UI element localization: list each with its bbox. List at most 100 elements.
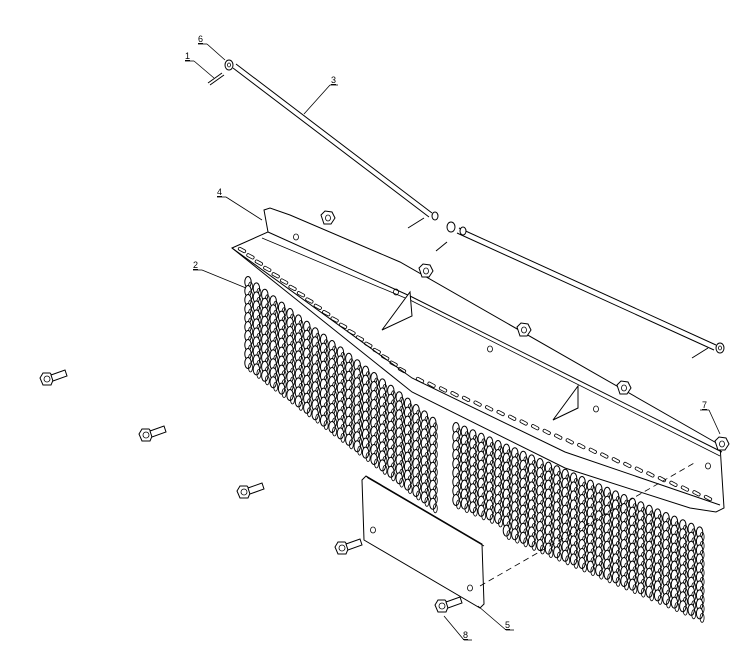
chain-strand	[429, 416, 438, 514]
screw-top	[207, 72, 225, 86]
callout-label-1: 1	[185, 51, 190, 61]
bracket-slot	[692, 490, 701, 497]
chain-strand	[361, 365, 371, 463]
chain-strand	[653, 508, 663, 605]
chain-strand	[611, 490, 621, 587]
callout-8: 8	[443, 615, 472, 641]
chain-strand	[336, 346, 346, 443]
chain-strand	[345, 352, 354, 450]
bracket-slot	[600, 452, 609, 459]
chain-strand	[353, 359, 363, 456]
chain-strand	[328, 340, 337, 437]
bracket-slot	[279, 278, 289, 285]
chain-strand	[252, 282, 262, 379]
bracket-slot	[577, 443, 586, 450]
bracket-slot	[364, 341, 373, 348]
chain-strand	[412, 404, 421, 501]
chain-strand	[294, 314, 304, 411]
bracket-slot	[389, 360, 398, 367]
bracket-slot	[473, 400, 482, 407]
bracket-slot	[415, 376, 425, 384]
bracket-slot	[338, 322, 348, 329]
bracket-slot	[330, 316, 339, 323]
bracket-slot	[634, 466, 643, 473]
chain-strand	[595, 483, 604, 580]
chain-strand	[370, 372, 379, 469]
bracket-slot	[355, 335, 365, 342]
bracket-slot	[703, 494, 713, 502]
bracket-slot	[680, 485, 690, 492]
bracket-slot	[485, 405, 494, 412]
chain-strand	[603, 486, 613, 584]
chain-strand	[695, 526, 705, 623]
bracket-slot	[322, 310, 331, 317]
chain-strand	[319, 333, 329, 431]
bracket-slot	[271, 272, 280, 279]
chain-strand	[670, 515, 680, 612]
bracket-slot	[296, 291, 306, 298]
chain-strand	[403, 397, 413, 495]
bracket-slot	[531, 424, 540, 431]
chain-strand	[645, 504, 655, 602]
callout-label-7: 7	[702, 400, 707, 410]
callout-7: 7	[700, 400, 721, 435]
cover-plate	[361, 475, 485, 609]
chain-strand	[378, 378, 388, 475]
chain-strand	[569, 472, 579, 569]
washer-top	[224, 59, 234, 71]
flange-bolts	[39, 369, 463, 613]
callout-label-8: 8	[463, 630, 468, 640]
bracket-slot	[542, 428, 551, 435]
bracket-slot	[496, 409, 505, 417]
chain-strand	[561, 468, 571, 566]
chain-strand	[527, 454, 537, 551]
bracket-slot	[288, 284, 297, 291]
chain-strand	[244, 276, 253, 373]
screws-middle	[407, 217, 709, 359]
chain-strand	[662, 512, 671, 609]
bracket-slot	[623, 461, 632, 469]
callout-label-5: 5	[505, 620, 510, 630]
assembly-dashed-line	[479, 461, 697, 587]
callout-1: 1	[185, 51, 215, 79]
chain-curtain	[244, 276, 705, 623]
callout-label-3: 3	[331, 75, 336, 85]
chain-strand	[511, 447, 520, 544]
bracket-slot	[381, 354, 390, 361]
chain-strand	[536, 458, 545, 555]
chain-strand	[303, 320, 312, 418]
chain-strand	[620, 494, 629, 591]
chain-strand	[578, 476, 587, 573]
bracket-slot	[372, 347, 381, 355]
chain-strand	[395, 391, 405, 488]
chain-strand	[637, 501, 646, 598]
bracket-slot	[646, 471, 655, 478]
chain-strand	[544, 461, 554, 558]
rod-end-washers	[431, 211, 725, 354]
callout-label-4: 4	[217, 187, 222, 197]
chain-strand	[269, 295, 279, 392]
bracket-slot	[246, 253, 255, 260]
bracket-slot	[508, 414, 517, 421]
chain-strand	[687, 522, 697, 620]
chain-strand	[586, 479, 596, 576]
chain-strand	[485, 436, 495, 524]
bracket-slot	[237, 246, 247, 254]
bracket-slot	[305, 297, 314, 304]
callout-4: 4	[217, 187, 263, 221]
chain-strand	[519, 450, 529, 548]
chain-strand	[553, 465, 562, 562]
bracket-slots	[237, 246, 713, 502]
chain-strand	[502, 443, 512, 540]
callout-label-2: 2	[193, 260, 198, 270]
bracket-slot	[313, 303, 322, 310]
bracket-slot	[611, 457, 620, 464]
bracket-slot	[565, 438, 574, 445]
chain-strand	[261, 288, 270, 386]
bracket-slot	[438, 386, 448, 393]
chain-strand	[277, 301, 287, 399]
chain-strand	[286, 308, 295, 405]
chain-strand	[477, 432, 487, 521]
